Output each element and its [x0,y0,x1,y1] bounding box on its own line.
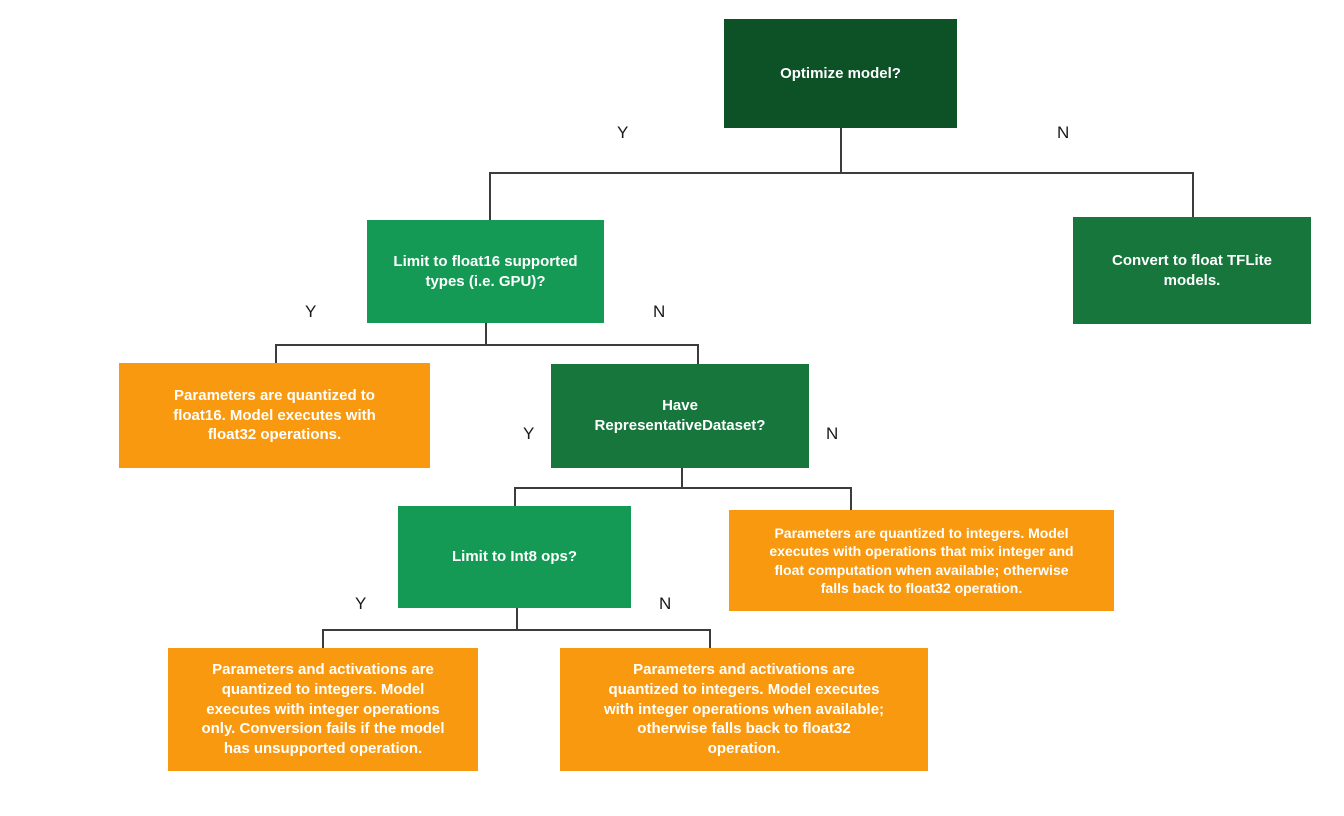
node-convert-float-tflite[interactable]: Convert to float TFLite models. [1073,217,1311,324]
connector-line [840,128,842,173]
node-params-float16[interactable]: Parameters are quantized to float16. Mod… [119,363,430,468]
connector-line [489,172,1193,174]
connector-line [322,629,324,649]
connector-line [709,629,711,649]
connector-line [516,608,518,630]
connector-line [514,487,516,507]
branch-label-branch-3-yes: Y [523,424,535,443]
connector-line [489,172,491,220]
branch-label-branch-4-no: N [659,594,672,613]
connector-line [485,323,487,345]
node-params-activations-int-fallback[interactable]: Parameters and activations are quantized… [560,648,928,771]
branch-label-branch-4-yes: Y [355,594,367,613]
node-limit-int8-ops[interactable]: Limit to Int8 ops? [398,506,631,608]
connector-line [275,344,277,364]
branch-label-branch-2-yes: Y [305,302,317,321]
node-optimize-model[interactable]: Optimize model? [724,19,957,128]
node-params-int-mixed[interactable]: Parameters are quantized to integers. Mo… [729,510,1114,611]
branch-label-branch-3-no: N [826,424,839,443]
connector-line [1192,172,1194,218]
node-params-activations-int-only[interactable]: Parameters and activations are quantized… [168,648,478,771]
node-have-representative-dataset[interactable]: Have RepresentativeDataset? [551,364,809,468]
branch-label-branch-1-no: N [1057,123,1070,142]
branch-label-branch-1-yes: Y [617,123,629,142]
connector-line [275,344,698,346]
connector-line [850,487,852,511]
connector-line [697,344,699,365]
branch-label-branch-2-no: N [653,302,666,321]
connector-line [681,468,683,488]
connector-line [514,487,851,489]
node-limit-float16[interactable]: Limit to float16 supported types (i.e. G… [367,220,604,323]
connector-line [322,629,710,631]
